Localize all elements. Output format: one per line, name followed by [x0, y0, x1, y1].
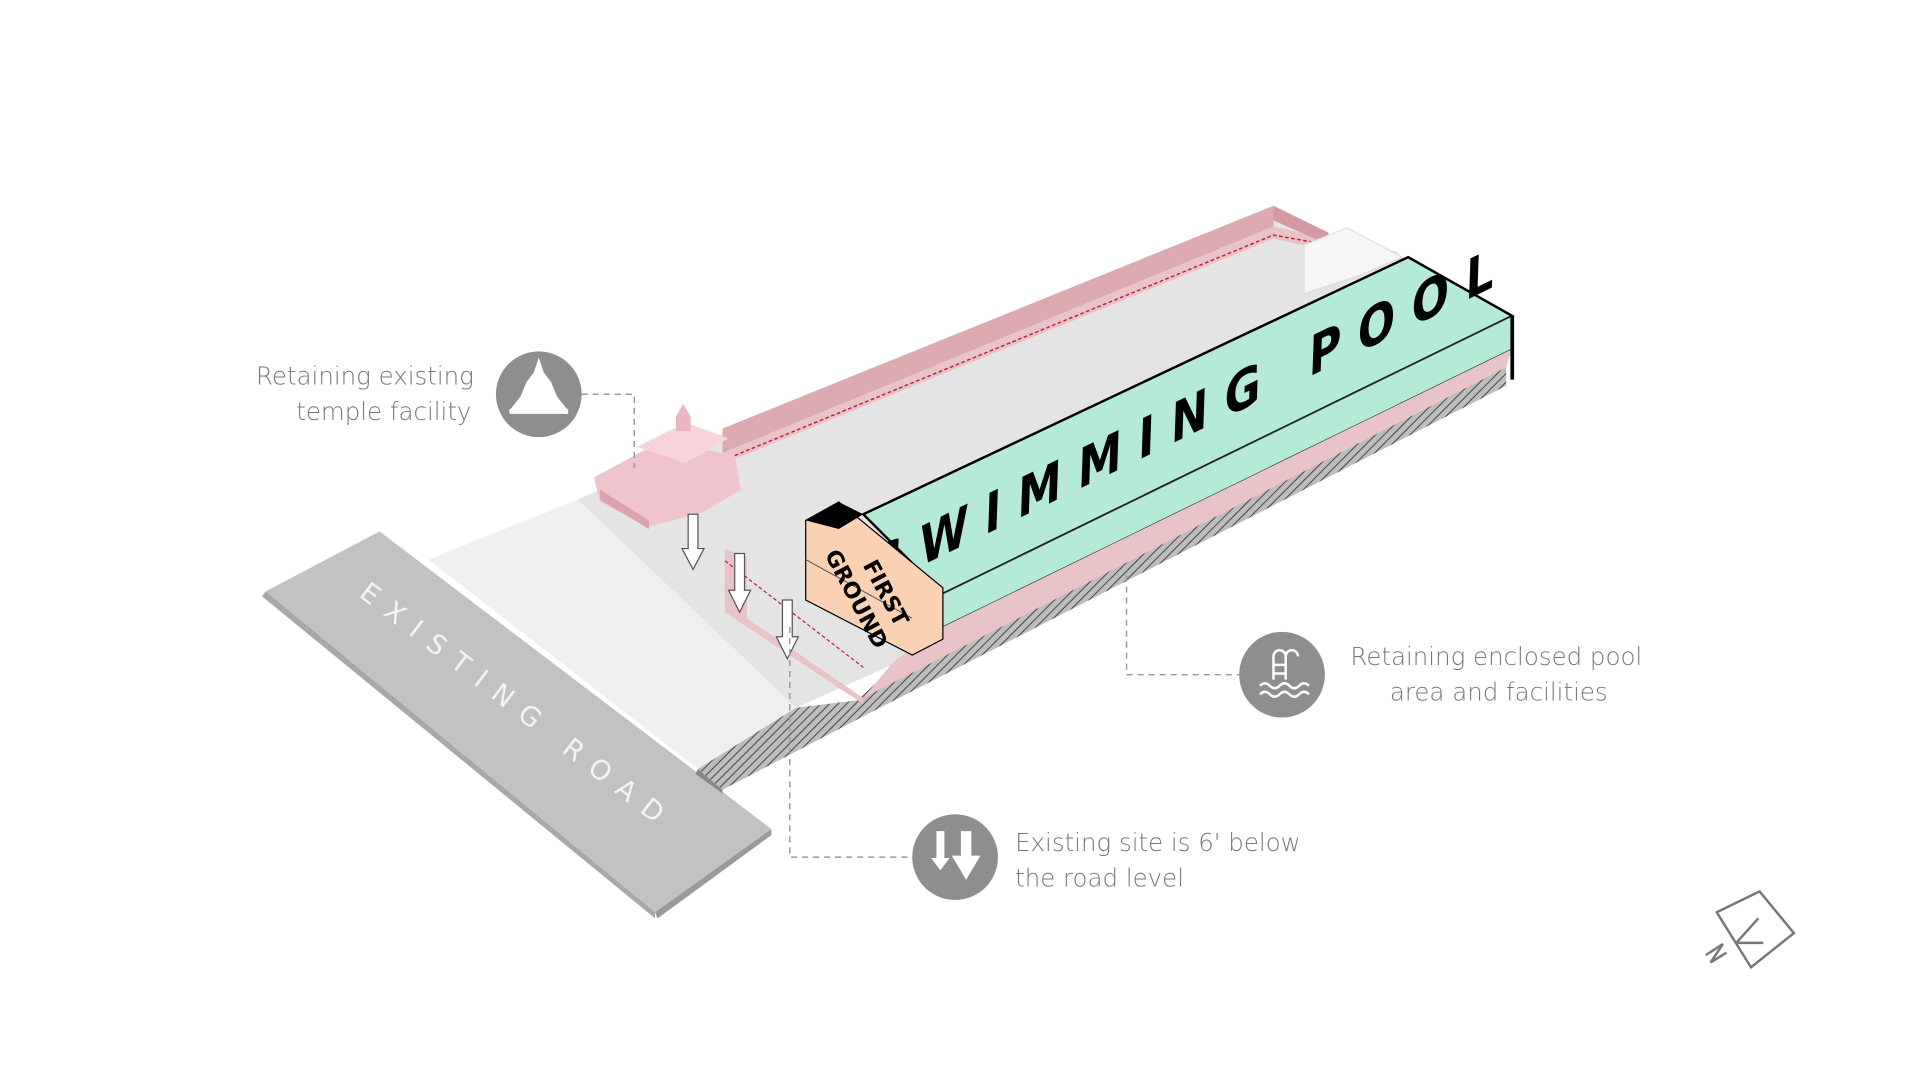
- callout-level: Existing site is 6' below the road level: [912, 814, 1301, 900]
- boundary-wall: [722, 205, 1404, 705]
- leader-lines: [581, 393, 1240, 858]
- swimming-pool-block: SWIMMING POOL: [861, 228, 1515, 698]
- callout-pool-line1: Retaining enclosed pool: [1350, 642, 1642, 671]
- temple-icon: [509, 357, 569, 414]
- callout-temple-line2: temple facility: [296, 397, 471, 426]
- callout-temple-line1: Retaining existing: [256, 361, 474, 390]
- callout-level-line1: Existing site is 6' below: [1015, 828, 1301, 857]
- north-arrow-icon: [1705, 889, 1796, 970]
- pool-ladder-icon: [1259, 648, 1310, 698]
- down-arrows-icon: [927, 829, 984, 884]
- level-arrows: [681, 513, 800, 661]
- temple-building: [593, 404, 741, 529]
- callout-pool: Retaining enclosed pool area and facilit…: [1239, 631, 1642, 718]
- callout-level-line2: the road level: [1015, 864, 1184, 893]
- callout-pool-line2: area and facilities: [1390, 677, 1608, 706]
- callout-temple: Retaining existing temple facility: [256, 351, 582, 438]
